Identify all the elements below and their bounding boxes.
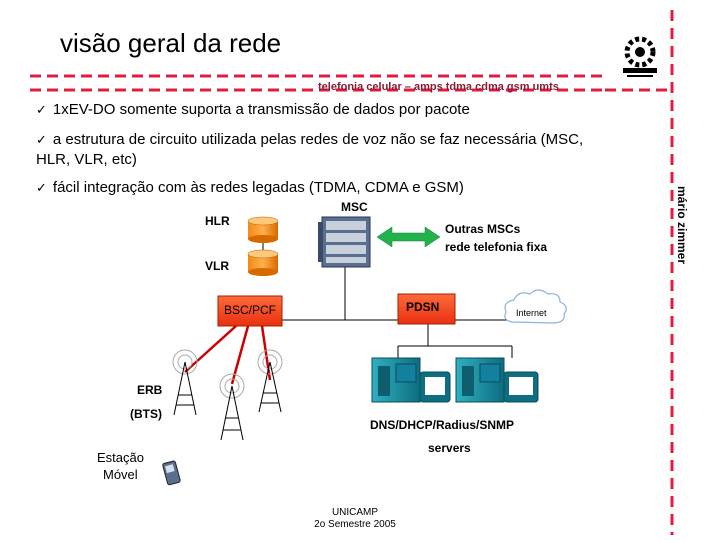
- erb-label: ERB: [137, 383, 163, 397]
- servers-label: servers: [428, 441, 471, 455]
- mobile-station-label: Estação: [97, 450, 144, 465]
- bullet-2: ✓ a estrutura de circuito utilizada pelas…: [36, 130, 583, 150]
- server-1-icon: [371, 357, 451, 403]
- pdsn-label: PDSN: [406, 300, 440, 314]
- bullet-1: ✓ 1xEV-DO somente suporta a transmissão d…: [36, 100, 470, 120]
- hlr-database-icon: [247, 216, 279, 243]
- check-icon: ✓: [36, 133, 47, 148]
- vlr-label: VLR: [205, 259, 229, 273]
- msc-label: MSC: [341, 200, 368, 214]
- bullet-1-text: 1xEV-DO somente suporta a transmissão de…: [52, 101, 470, 118]
- pdsn-box: [397, 293, 456, 325]
- server-2-icon: [455, 357, 539, 403]
- footer-semester: 2o Semestre 2005: [314, 519, 396, 530]
- vlr-database-icon: [247, 249, 279, 276]
- tower-1-icon: [172, 349, 198, 416]
- bullet-3-text: fácil integração com às redes legadas (T…: [52, 179, 464, 196]
- slide-title: visão geral da rede: [60, 28, 282, 58]
- bullet-3: ✓ fácil integração com às redes legadas (…: [36, 178, 464, 198]
- bsc-pcf-label: BSC/PCF: [224, 303, 277, 317]
- bts-label: (BTS): [130, 407, 162, 421]
- tower-3-icon: [257, 349, 283, 413]
- footer: UNICAMP 2o Semestre 2005: [300, 507, 410, 531]
- check-icon: ✓: [36, 181, 47, 196]
- hlr-label: HLR: [205, 214, 230, 228]
- fixed-network-label: rede telefonia fixa: [445, 240, 548, 254]
- internet-label: Internet: [516, 308, 547, 318]
- bullet-2-text: a estrutura de circuito utilizada pelas …: [52, 131, 584, 148]
- mobile-phone-icon: [162, 460, 181, 486]
- slide-subtitle: telefonia celular – amps tdma cdma gsm u…: [318, 81, 559, 93]
- mobile-label: Móvel: [103, 467, 138, 482]
- double-arrow-icon: [376, 226, 441, 248]
- other-mscs-label: Outras MSCs: [445, 222, 521, 236]
- unicamp-logo: [623, 36, 657, 77]
- bsc-pcf-box: [217, 295, 283, 327]
- bullet-2-continued: HLR, VLR, etc): [36, 151, 137, 168]
- internet-cloud-icon: [504, 289, 567, 324]
- footer-institution: UNICAMP: [331, 507, 379, 518]
- tower-2-icon: [219, 373, 245, 441]
- check-icon: ✓: [36, 103, 47, 118]
- msc-switch-icon: [318, 216, 371, 268]
- servers-protocols-label: DNS/DHCP/Radius/SNMP: [370, 418, 515, 432]
